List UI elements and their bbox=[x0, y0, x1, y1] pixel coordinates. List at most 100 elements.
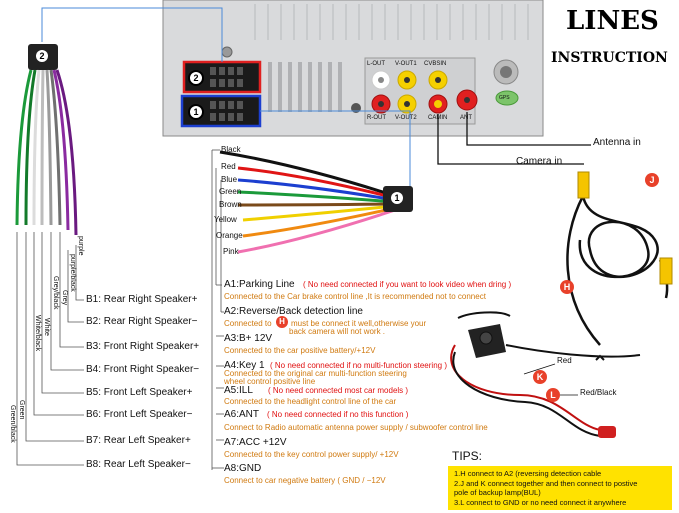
screw-icon bbox=[221, 46, 233, 58]
port-camin: CAMIN bbox=[428, 115, 448, 121]
harness-2-wires bbox=[15, 69, 78, 236]
b5-label: B5: Front Left Speaker+ bbox=[86, 387, 193, 398]
a4-note: ( No need connected if no multi-function… bbox=[270, 361, 447, 370]
b-bracket-lines bbox=[16, 232, 84, 466]
a4-title: A4:Key 1 bbox=[224, 360, 265, 371]
title-lines: LINES bbox=[566, 6, 659, 36]
rca-jacks bbox=[371, 70, 478, 114]
port-r-out: R-OUT bbox=[367, 115, 386, 121]
a2-desc: Connected to bbox=[224, 319, 272, 328]
b8-label: B8: Rear Left Speaker− bbox=[86, 459, 191, 470]
link-line-2 bbox=[41, 7, 223, 62]
a1-desc: Connected to the Car brake control line … bbox=[224, 292, 486, 301]
port-gps: GPS bbox=[499, 95, 510, 101]
port-ant: ANT bbox=[460, 115, 472, 121]
a5-desc: Connected to the headlight control line … bbox=[224, 397, 397, 406]
a5-title: A5:ILL bbox=[224, 385, 253, 396]
badge-h: H bbox=[560, 280, 574, 294]
badge-k: K bbox=[533, 370, 547, 384]
wire-label-green-b: Green bbox=[18, 400, 25, 420]
wire-label-purple-black: purple/black bbox=[69, 254, 76, 292]
wire-label-black: Black bbox=[221, 145, 241, 154]
a5-note: ( No need connected most car models ) bbox=[268, 386, 409, 395]
connector-1-label: 1 bbox=[188, 104, 204, 120]
camera-power-red bbox=[450, 344, 601, 431]
wire-label-red: Red bbox=[221, 162, 236, 171]
red-wire-label: Red bbox=[557, 356, 572, 365]
a6-note: ( No need connected if no this function … bbox=[267, 410, 409, 419]
wire-label-blue: Blue bbox=[221, 175, 238, 184]
a2-title: A2:Reverse/Back detection line bbox=[224, 306, 363, 317]
camera-in-plug bbox=[577, 171, 590, 199]
a6-title: A6:ANT bbox=[224, 409, 260, 420]
camera-line bbox=[437, 114, 584, 165]
a4-desc-2: wheel control positive line bbox=[224, 377, 316, 386]
badge-j: J bbox=[645, 173, 659, 187]
connector-2-pins bbox=[210, 67, 243, 87]
title-instruction: INSTRUCTION bbox=[551, 50, 668, 66]
antenna-in-label: Antenna in bbox=[593, 137, 641, 148]
wire-label-brown: Brown bbox=[219, 200, 242, 209]
vent-slots bbox=[268, 62, 342, 112]
camera-cable bbox=[566, 195, 669, 346]
wire-label-white: White bbox=[43, 318, 50, 336]
connector-2-label: 2 bbox=[188, 70, 204, 86]
tips-heading: TIPS: bbox=[452, 449, 483, 463]
wire-label-orange: Orange bbox=[216, 231, 243, 240]
port-v-out1: V-OUT1 bbox=[395, 61, 417, 67]
tip-line-3: pole of backup lamp(BUL) bbox=[454, 488, 541, 497]
port-l-out: L-OUT bbox=[367, 61, 385, 67]
a6-desc: Connect to Radio automatic antenna power… bbox=[224, 423, 488, 432]
tip-line-2: 2.J and K connect together and then conn… bbox=[454, 479, 638, 488]
power-plug bbox=[598, 426, 616, 438]
a7-title: A7:ACC +12V bbox=[224, 437, 287, 448]
a3-desc: Connected to the car positive battery/+1… bbox=[224, 346, 376, 355]
tip-line-1: 1.H connect to A2 (reversing detection c… bbox=[454, 469, 602, 478]
a2-note-2: back camera will not work . bbox=[289, 327, 386, 336]
camera-power-black bbox=[452, 351, 601, 437]
wire-label-purple: purple bbox=[77, 236, 84, 256]
tips-box: 1.H connect to A2 (reversing detection c… bbox=[448, 466, 672, 510]
heatsink-fins bbox=[254, 4, 529, 40]
wire-label-grey: Grey bbox=[61, 290, 68, 306]
b4-label: B4: Front Right Speaker− bbox=[86, 364, 200, 375]
badge-l: L bbox=[546, 388, 560, 402]
a7-desc: Connected to the key control power suppl… bbox=[224, 450, 399, 459]
b7-label: B7: Rear Left Speaker+ bbox=[86, 435, 191, 446]
port-v-out2: V-OUT2 bbox=[395, 115, 417, 121]
wire-label-yellow: Yellow bbox=[214, 215, 237, 224]
camera-out-plug bbox=[659, 257, 673, 285]
link-line-1 bbox=[260, 110, 411, 188]
wire-label-green: Green bbox=[219, 187, 242, 196]
wire-label-green-black: Green/black bbox=[9, 405, 16, 443]
b2-label: B2: Rear Right Speaker− bbox=[86, 316, 198, 327]
a-bracket-lines bbox=[211, 149, 224, 470]
a8-title: A8:GND bbox=[224, 463, 262, 474]
tip-line-4: 3.L connect to GND or no need connect it… bbox=[454, 498, 627, 507]
a2-note: must be connect it well,otherwise your bbox=[291, 319, 427, 328]
b6-label: B6: Front Left Speaker− bbox=[86, 409, 193, 420]
backup-camera bbox=[457, 311, 511, 358]
a3-title: A3:B+ 12V bbox=[224, 333, 273, 344]
gps-sticker bbox=[495, 90, 519, 106]
wire-label-pink: Pink bbox=[223, 247, 239, 256]
a2-badge-h: H bbox=[276, 316, 288, 328]
camera-in-label: Camera in bbox=[516, 156, 563, 167]
a8-desc: Connect to car negative battery ( GND / … bbox=[224, 476, 386, 485]
a1-note: ( No need connected if you want to look … bbox=[303, 280, 512, 289]
wire-label-white-black: White/black bbox=[34, 315, 41, 352]
a1-title: A1:Parking Line bbox=[224, 279, 295, 290]
harness-1-label: 1 bbox=[391, 192, 403, 204]
harness-1-wires bbox=[219, 150, 396, 254]
a4-desc: Connected to the original car multi-func… bbox=[224, 369, 407, 378]
redblack-wire-label: Red/Black bbox=[580, 388, 617, 397]
antenna-line bbox=[466, 112, 591, 146]
b1-label: B1: Rear Right Speaker+ bbox=[86, 294, 198, 305]
connector-1-pins bbox=[210, 101, 243, 121]
b3-label: B3: Front Right Speaker+ bbox=[86, 341, 200, 352]
camera-cable-2 bbox=[505, 344, 641, 358]
harness-2-label: 2 bbox=[36, 50, 48, 62]
wire-label-grey-black: Grey/black bbox=[52, 276, 59, 310]
